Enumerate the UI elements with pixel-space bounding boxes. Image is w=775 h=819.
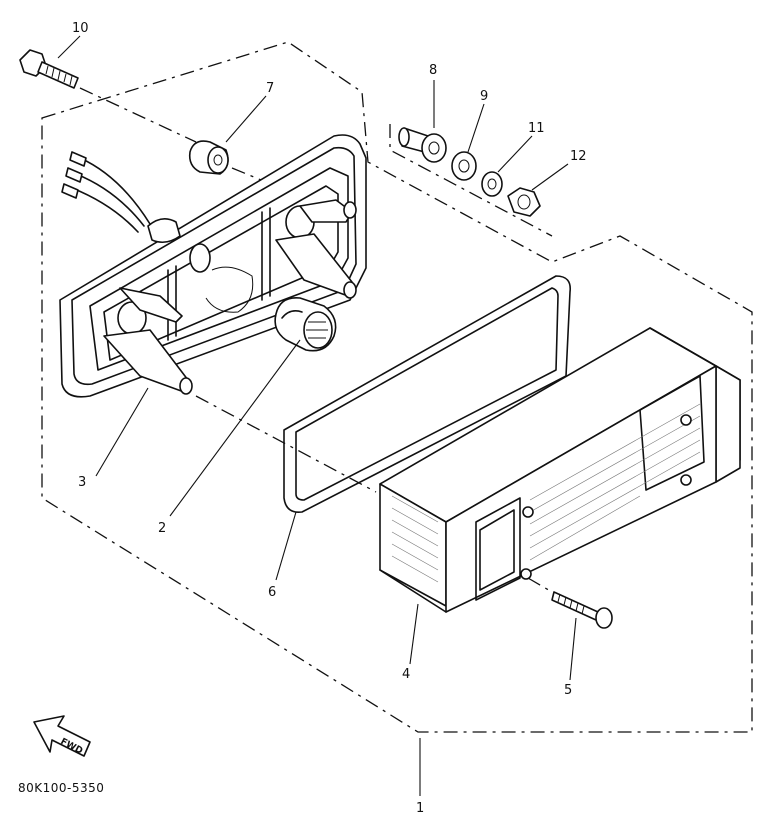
callout-8: 8 xyxy=(429,63,437,78)
leader-9 xyxy=(467,103,485,153)
leader-2 xyxy=(169,339,301,517)
callout-4: 4 xyxy=(402,667,410,682)
callout-9: 9 xyxy=(480,89,488,104)
bulb-2 xyxy=(274,297,337,352)
callout-11: 11 xyxy=(528,121,545,136)
leader-7 xyxy=(225,95,267,143)
screw-5 xyxy=(551,591,613,629)
callout-2: 2 xyxy=(158,521,166,536)
bolt-10 xyxy=(19,49,79,89)
leader-10 xyxy=(57,35,81,59)
centerline-gasket xyxy=(195,395,377,493)
washer-9 xyxy=(451,151,477,181)
callout-7: 7 xyxy=(266,81,274,96)
callout-5: 5 xyxy=(564,683,572,698)
leader-6 xyxy=(275,511,297,581)
nut-12 xyxy=(507,187,541,217)
lens-4 xyxy=(379,327,741,613)
grommet-7 xyxy=(188,140,229,175)
leader-11 xyxy=(497,135,533,173)
collar-8 xyxy=(398,127,447,163)
callout-1: 1 xyxy=(416,801,424,816)
hardware-axis xyxy=(389,124,553,237)
lock-washer-11 xyxy=(481,171,503,197)
leader-3 xyxy=(95,387,149,477)
centerline-bolt-10 xyxy=(79,87,197,143)
callout-12: 12 xyxy=(570,149,587,164)
forward-arrow-icon: FWD xyxy=(33,715,91,757)
callout-10: 10 xyxy=(72,21,89,36)
drawing-code: 80K100-5350 xyxy=(18,781,104,795)
lamp-housing-3 xyxy=(59,134,367,398)
centerline-screw-5 xyxy=(527,577,553,593)
assembly-boundary xyxy=(41,41,753,733)
leader-4 xyxy=(409,603,419,665)
callout-3: 3 xyxy=(78,475,86,490)
callout-6: 6 xyxy=(268,585,276,600)
leader-5 xyxy=(569,617,577,681)
leader-12 xyxy=(531,163,569,191)
